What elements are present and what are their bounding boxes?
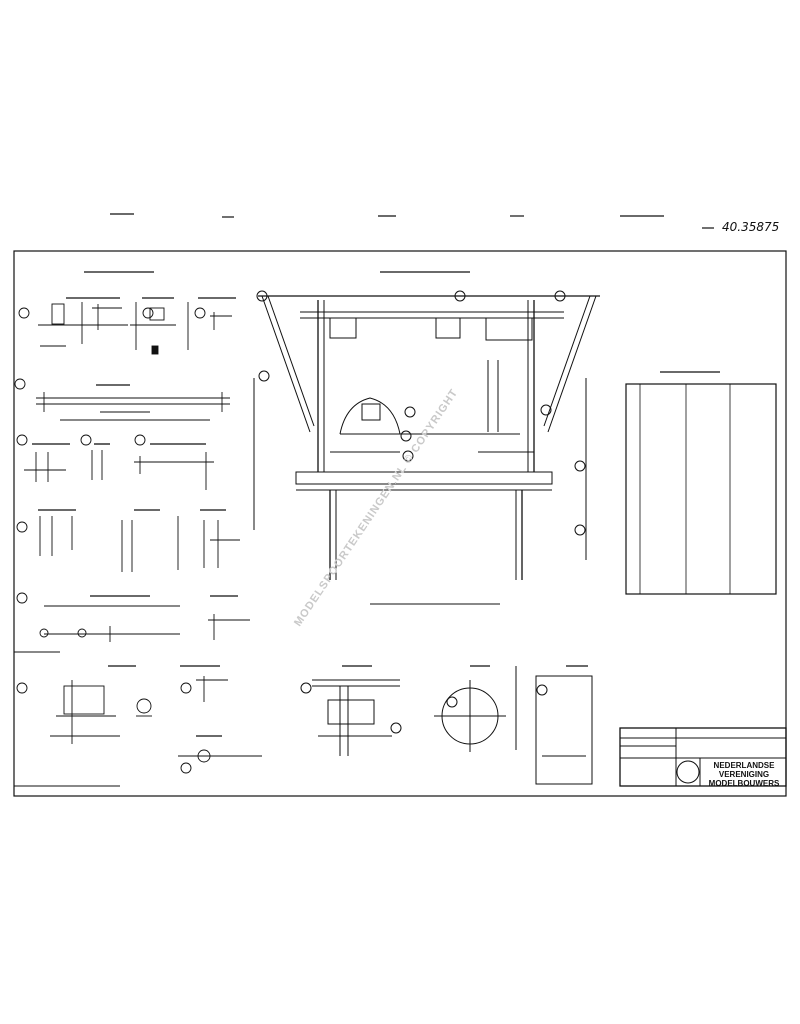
main-assembly-view (253, 271, 600, 605)
title-block-association: NEDERLANDSE VERENIGING MODELBOUWERS (702, 761, 786, 789)
detail-views-left (14, 271, 262, 787)
bottom-views (300, 665, 593, 785)
title-block (619, 727, 787, 787)
parts-list-table (625, 371, 777, 595)
association-line-1: NEDERLANDSE VERENIGING (713, 761, 775, 780)
drawing-border (13, 250, 787, 797)
association-logo (676, 760, 700, 784)
reference-number: 40.35875 (722, 220, 780, 234)
association-line-2: MODELBOUWERS (708, 779, 780, 789)
